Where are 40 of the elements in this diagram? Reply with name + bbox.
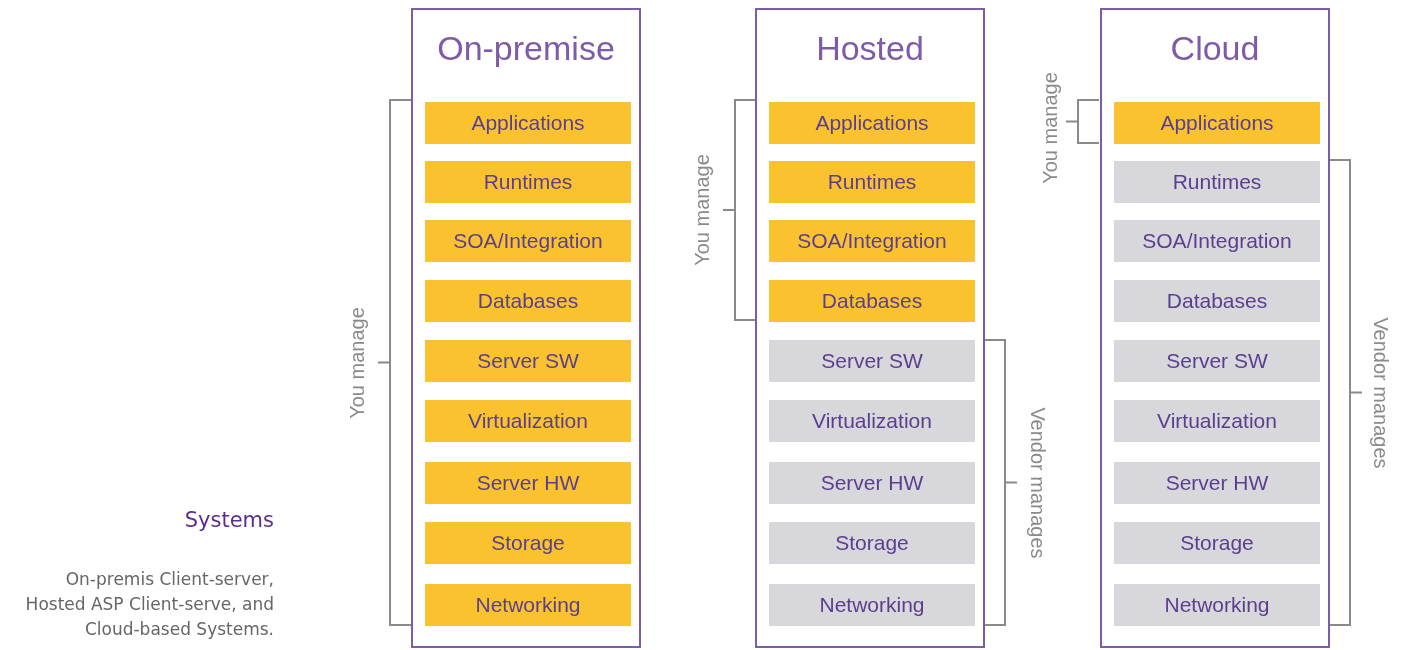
layer-box: Runtimes	[425, 161, 631, 203]
stack-column	[1100, 8, 1330, 648]
layer-box: Applications	[1114, 102, 1320, 144]
layer-box: Applications	[425, 102, 631, 144]
column-title: Cloud	[1169, 28, 1261, 68]
layer-box: Databases	[425, 280, 631, 322]
vendor-layer-box: Storage	[769, 522, 975, 564]
layer-box: Storage	[425, 522, 631, 564]
vendor-layer-box: Networking	[1114, 584, 1320, 626]
caption: On-premis Client-server, Hosted ASP Client-serve, and Cloud-based Systems.	[24, 568, 274, 641]
stack-column	[411, 8, 641, 648]
side-label: You manage	[344, 306, 369, 419]
column-title: Hosted	[815, 28, 925, 68]
layer-box: Virtualization	[425, 400, 631, 442]
vendor-layer-box: Server SW	[1114, 340, 1320, 382]
layer-box: SOA/Integration	[425, 220, 631, 262]
vendor-layer-box: Storage	[1114, 522, 1320, 564]
side-label: Vendor manages	[1025, 406, 1050, 559]
layer-box: Databases	[769, 280, 975, 322]
heading: Systems	[184, 508, 274, 532]
layer-box: Server SW	[425, 340, 631, 382]
vendor-layer-box: Server HW	[769, 462, 975, 504]
layer-box: Applications	[769, 102, 975, 144]
vendor-layer-box: Virtualization	[769, 400, 975, 442]
vendor-layer-box: Runtimes	[1114, 161, 1320, 203]
vendor-layer-box: SOA/Integration	[1114, 220, 1320, 262]
side-label: You manage	[1037, 72, 1062, 184]
vendor-layer-box: Server SW	[769, 340, 975, 382]
layer-box: Runtimes	[769, 161, 975, 203]
layer-box: SOA/Integration	[769, 220, 975, 262]
column-title: On-premise	[436, 28, 616, 68]
vendor-layer-box: Networking	[769, 584, 975, 626]
stack-column	[755, 8, 985, 648]
vendor-layer-box: Virtualization	[1114, 400, 1320, 442]
side-label: Vendor manages	[1368, 316, 1393, 469]
side-label: You manage	[689, 154, 714, 266]
vendor-layer-box: Databases	[1114, 280, 1320, 322]
layer-box: Networking	[425, 584, 631, 626]
layer-box: Server HW	[425, 462, 631, 504]
vendor-layer-box: Server HW	[1114, 462, 1320, 504]
